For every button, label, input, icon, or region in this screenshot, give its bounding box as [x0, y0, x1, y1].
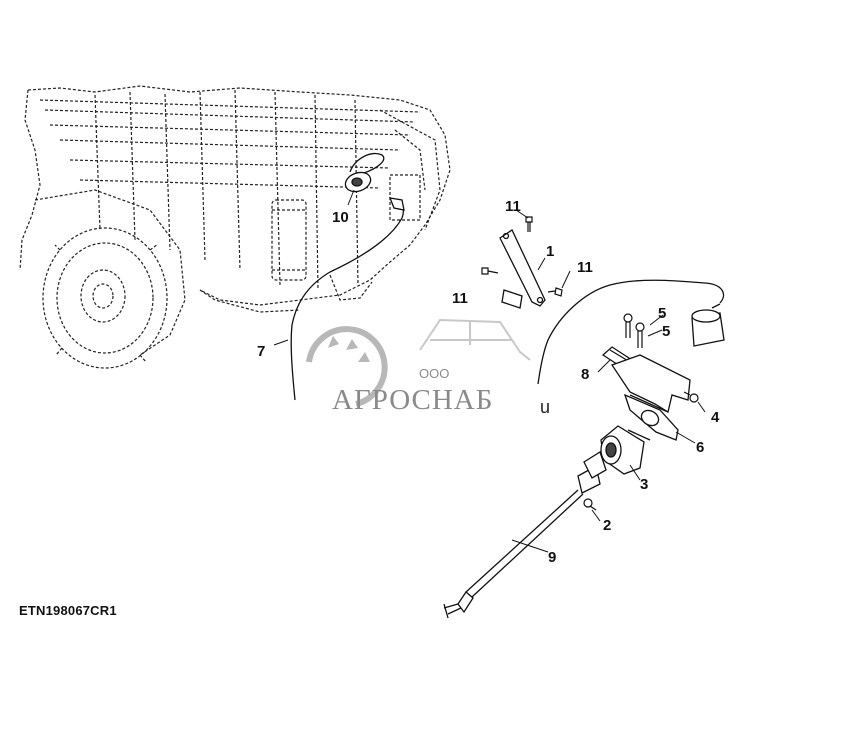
screw-4 — [683, 391, 699, 403]
receptacle-cord — [537, 279, 725, 385]
callout-9: 9 — [548, 549, 556, 566]
callout-7: 7 — [257, 343, 265, 360]
bolts-5 — [623, 313, 645, 348]
callout-labels: 1 2 3 4 5 5 6 7 8 9 10 11 11 11 — [257, 198, 720, 566]
receptacle-cap — [691, 303, 725, 347]
callout-10: 10 — [332, 209, 349, 226]
engine-illustration — [19, 85, 451, 356]
callout-3: 3 — [640, 476, 648, 493]
power-cord — [443, 451, 607, 619]
callout-1: 1 — [546, 243, 554, 260]
engine-cord — [290, 197, 405, 401]
callout-11c: 11 — [452, 290, 468, 307]
callout-11b: 11 — [577, 259, 593, 276]
bracket-strap — [499, 229, 546, 309]
block-heater-element — [344, 152, 385, 193]
watermark-prefix: ООО — [419, 366, 449, 381]
callout-4: 4 — [711, 409, 720, 426]
watermark-name: АГРОСНАБ — [332, 384, 493, 416]
callout-2: 2 — [603, 517, 611, 534]
watermark-tail: u — [540, 397, 550, 417]
callout-6: 6 — [696, 439, 704, 456]
figure-code: ETN198067CR1 — [19, 603, 117, 618]
callout-5b: 5 — [662, 323, 670, 340]
leader-lines — [273, 189, 706, 553]
mounting-bracket — [610, 354, 691, 441]
callout-8: 8 — [581, 366, 589, 383]
screw-2 — [583, 498, 597, 511]
flywheel-illustration — [42, 227, 168, 369]
bolts-11 — [481, 216, 563, 297]
receptacle — [600, 425, 651, 475]
callout-11a: 11 — [505, 198, 521, 215]
agrosnab-watermark: ООО АГРОСНАБ u — [306, 318, 550, 417]
callout-5a: 5 — [658, 305, 666, 322]
